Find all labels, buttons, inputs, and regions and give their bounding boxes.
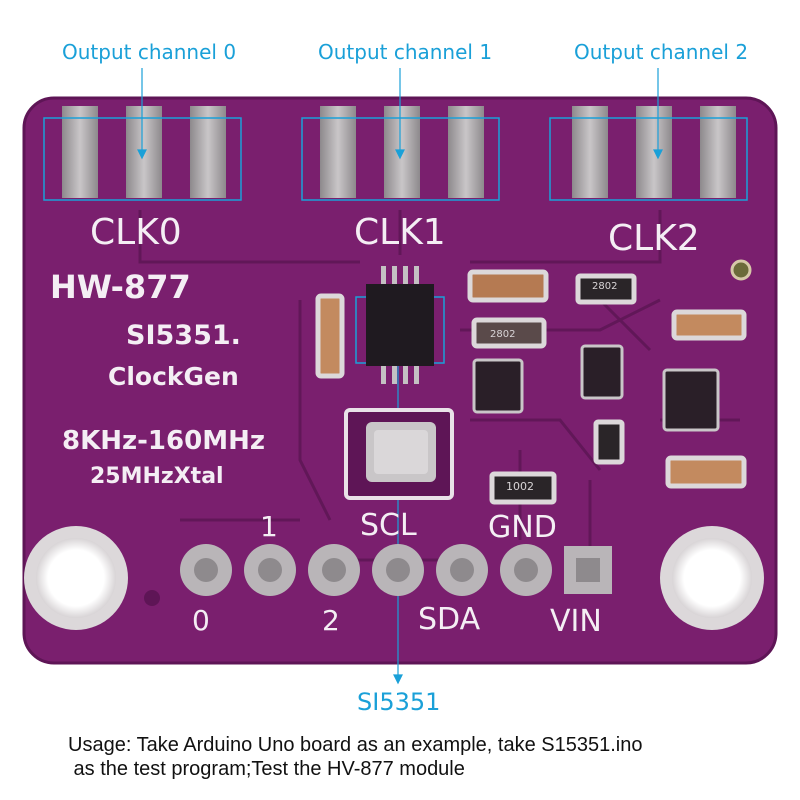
resistor-label: 2802 xyxy=(592,281,618,292)
usage-caption-line-2: as the test program;Test the HV-877 modu… xyxy=(68,758,465,780)
crystal-silkscreen: 25MHzXtal xyxy=(90,464,224,489)
capacitors xyxy=(315,269,747,489)
pin-label-vin: VIN xyxy=(550,604,602,639)
frequency-range-silkscreen: 8KHz-160MHz xyxy=(62,426,265,456)
resistors xyxy=(489,273,637,505)
crystal-oscillator xyxy=(344,408,454,500)
si5351-chip xyxy=(366,266,434,384)
output-channel-0-label: Output channel 0 xyxy=(62,40,237,64)
clk0-silkscreen: CLK0 xyxy=(90,212,182,253)
clk1-silkscreen: CLK1 xyxy=(354,212,446,253)
clk0-pads xyxy=(62,106,226,198)
output-channel-1-label: Output channel 1 xyxy=(318,40,493,64)
channel2-highlight-box xyxy=(549,117,748,201)
clk2-pads xyxy=(572,106,736,198)
pin-label-1: 1 xyxy=(260,510,278,543)
pin-label-0: 0 xyxy=(192,604,210,637)
via-hole xyxy=(730,259,752,281)
pin-label-sda: SDA xyxy=(418,602,481,637)
pin-label-gnd: GND xyxy=(488,510,557,545)
clockgen-silkscreen: ClockGen xyxy=(108,362,239,391)
output-channel-2-label: Output channel 2 xyxy=(574,40,749,64)
transistors xyxy=(472,344,720,432)
clk2-silkscreen: CLK2 xyxy=(608,218,700,259)
model-silkscreen: HW-877 xyxy=(50,268,191,306)
pin-label-scl: SCL xyxy=(360,508,417,543)
resistor-label: 2802 xyxy=(490,329,516,340)
chip-name-silkscreen: SI5351. xyxy=(126,320,241,351)
si5351-chip-label: SI5351 xyxy=(357,688,441,716)
pcb-board xyxy=(24,98,776,663)
usage-caption-line-1: Usage: Take Arduino Uno board as an exam… xyxy=(68,734,643,756)
clk1-pads xyxy=(320,106,484,198)
header-pins xyxy=(180,544,612,596)
pin-label-2: 2 xyxy=(322,604,340,637)
resistor-label: 1002 xyxy=(506,480,534,493)
